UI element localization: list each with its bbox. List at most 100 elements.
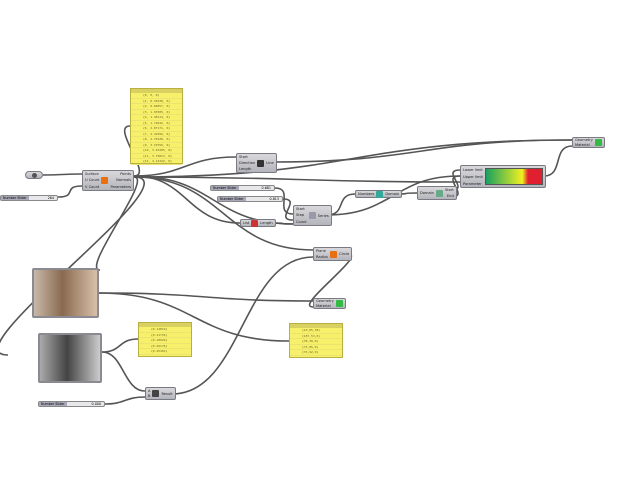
- input-step[interactable]: Step: [296, 213, 305, 218]
- values-panel-a[interactable]: {0.14819}{0.21735}{0.18929}{0.26176}{0.2…: [138, 322, 192, 357]
- output-points[interactable]: Points: [120, 172, 132, 177]
- input-a[interactable]: A: [148, 388, 151, 393]
- component-icon: [376, 190, 384, 198]
- output-series[interactable]: Series: [317, 213, 329, 218]
- wire: [101, 351, 146, 392]
- image-viewer-grayscale[interactable]: [38, 333, 102, 383]
- bounds-node[interactable]: Numbers Domain: [355, 190, 403, 198]
- input-geometry[interactable]: Geometry: [316, 299, 334, 304]
- gradient-bar[interactable]: [484, 168, 543, 185]
- input-u-count[interactable]: U Count: [85, 178, 100, 183]
- panel-row: {5, 1.72642, 0}: [131, 121, 182, 126]
- values-panel-b[interactable]: {10,85,38}{187,53,0}{38,38,0}{75,85,0}{7…: [289, 323, 343, 358]
- input-length[interactable]: Length: [239, 167, 252, 171]
- input-material[interactable]: Material: [316, 303, 331, 308]
- panel-row: {75,85,0}: [290, 345, 342, 350]
- output-normals[interactable]: Normals: [116, 178, 132, 183]
- slider-value: 264: [47, 196, 54, 200]
- output-domain[interactable]: Domain: [385, 192, 400, 196]
- input-direction[interactable]: Direction: [239, 161, 256, 165]
- wire: [0, 176, 145, 356]
- panel-row: {0.21735}: [139, 333, 191, 338]
- wire: [543, 145, 573, 177]
- input-v-count[interactable]: V Count: [85, 184, 100, 189]
- input-start[interactable]: Start: [239, 155, 248, 159]
- wire: [133, 156, 237, 177]
- input-b[interactable]: B: [148, 394, 151, 399]
- wire: [271, 139, 573, 163]
- component-icon: [251, 219, 259, 227]
- input-surface[interactable]: Surface: [85, 172, 99, 177]
- list-length-node[interactable]: List Length: [240, 219, 276, 227]
- slider-label: Number Slider: [1, 196, 29, 200]
- wire: [95, 176, 139, 271]
- wire: [133, 176, 314, 251]
- component-icon: [435, 189, 443, 197]
- input-lower-limit[interactable]: Lower limit: [463, 167, 483, 172]
- component-icon: [101, 177, 109, 184]
- panel-row: {12, 4.14342, 0}: [131, 159, 182, 165]
- output-circle[interactable]: Circle: [339, 252, 350, 256]
- output-result[interactable]: Result: [161, 391, 173, 396]
- input-domain[interactable]: Domain: [420, 191, 434, 195]
- points-panel[interactable]: {0, 0, 0}{1, 0.34528, 0}{2, 0.69057, 0}{…: [130, 88, 183, 165]
- output-line[interactable]: Line: [266, 161, 274, 165]
- panel-row: {0.25463}: [139, 349, 191, 355]
- wire: [282, 198, 294, 221]
- slider-value: 0.681: [261, 186, 271, 190]
- panel-row: {38,38,0}: [290, 339, 342, 345]
- slider-label: Number Slider: [39, 402, 67, 406]
- input-plane[interactable]: Plane: [316, 249, 326, 253]
- panel-row: {0.14819}: [139, 327, 191, 333]
- output-parameters[interactable]: Parameters: [110, 184, 132, 189]
- input-upper-limit[interactable]: Upper limit: [463, 174, 483, 179]
- wire: [271, 222, 294, 225]
- wire: [171, 256, 314, 395]
- input-start[interactable]: Start: [296, 207, 305, 212]
- wire: [98, 292, 290, 342]
- component-icon: [335, 300, 343, 307]
- component-icon: [308, 212, 316, 219]
- panel-row: {6, 2.07171, 0}: [131, 126, 182, 132]
- input-count[interactable]: Count: [296, 219, 307, 224]
- image-viewer-color[interactable]: [32, 268, 99, 318]
- input-material[interactable]: Material: [575, 142, 590, 147]
- input-numbers[interactable]: Numbers: [358, 192, 375, 196]
- input-parameter[interactable]: Parameter: [463, 181, 482, 186]
- panel-row: {8, 2.76228, 0}: [131, 137, 182, 143]
- panel-row: {3, 1.03585, 0}: [131, 110, 182, 115]
- component-icon: [257, 159, 265, 167]
- output-start[interactable]: Start: [444, 188, 454, 192]
- output-end[interactable]: End: [446, 194, 454, 198]
- input-list[interactable]: List: [243, 221, 250, 225]
- component-icon: [330, 250, 338, 258]
- panel-row: {1, 0.34528, 0}: [131, 99, 182, 104]
- wire: [98, 292, 314, 302]
- panel-row: {76,92,0}: [290, 350, 342, 356]
- wire: [133, 176, 461, 183]
- panel-row: {4, 1.38114, 0}: [131, 115, 182, 121]
- panel-row: {0.26176}: [139, 344, 191, 349]
- slider-label: Number Slider: [218, 197, 246, 201]
- surface-param[interactable]: [25, 171, 43, 179]
- number-slider-left[interactable]: Number Slider 264: [0, 195, 58, 201]
- panel-row: {2, 0.69057, 0}: [131, 104, 182, 110]
- wire: [274, 187, 294, 215]
- input-geometry[interactable]: Geometry: [575, 138, 593, 143]
- output-length[interactable]: Length: [260, 221, 273, 225]
- input-radius[interactable]: Radius: [316, 255, 329, 259]
- wire: [101, 338, 139, 353]
- panel-row: {10, 3.45285, 0}: [131, 148, 182, 154]
